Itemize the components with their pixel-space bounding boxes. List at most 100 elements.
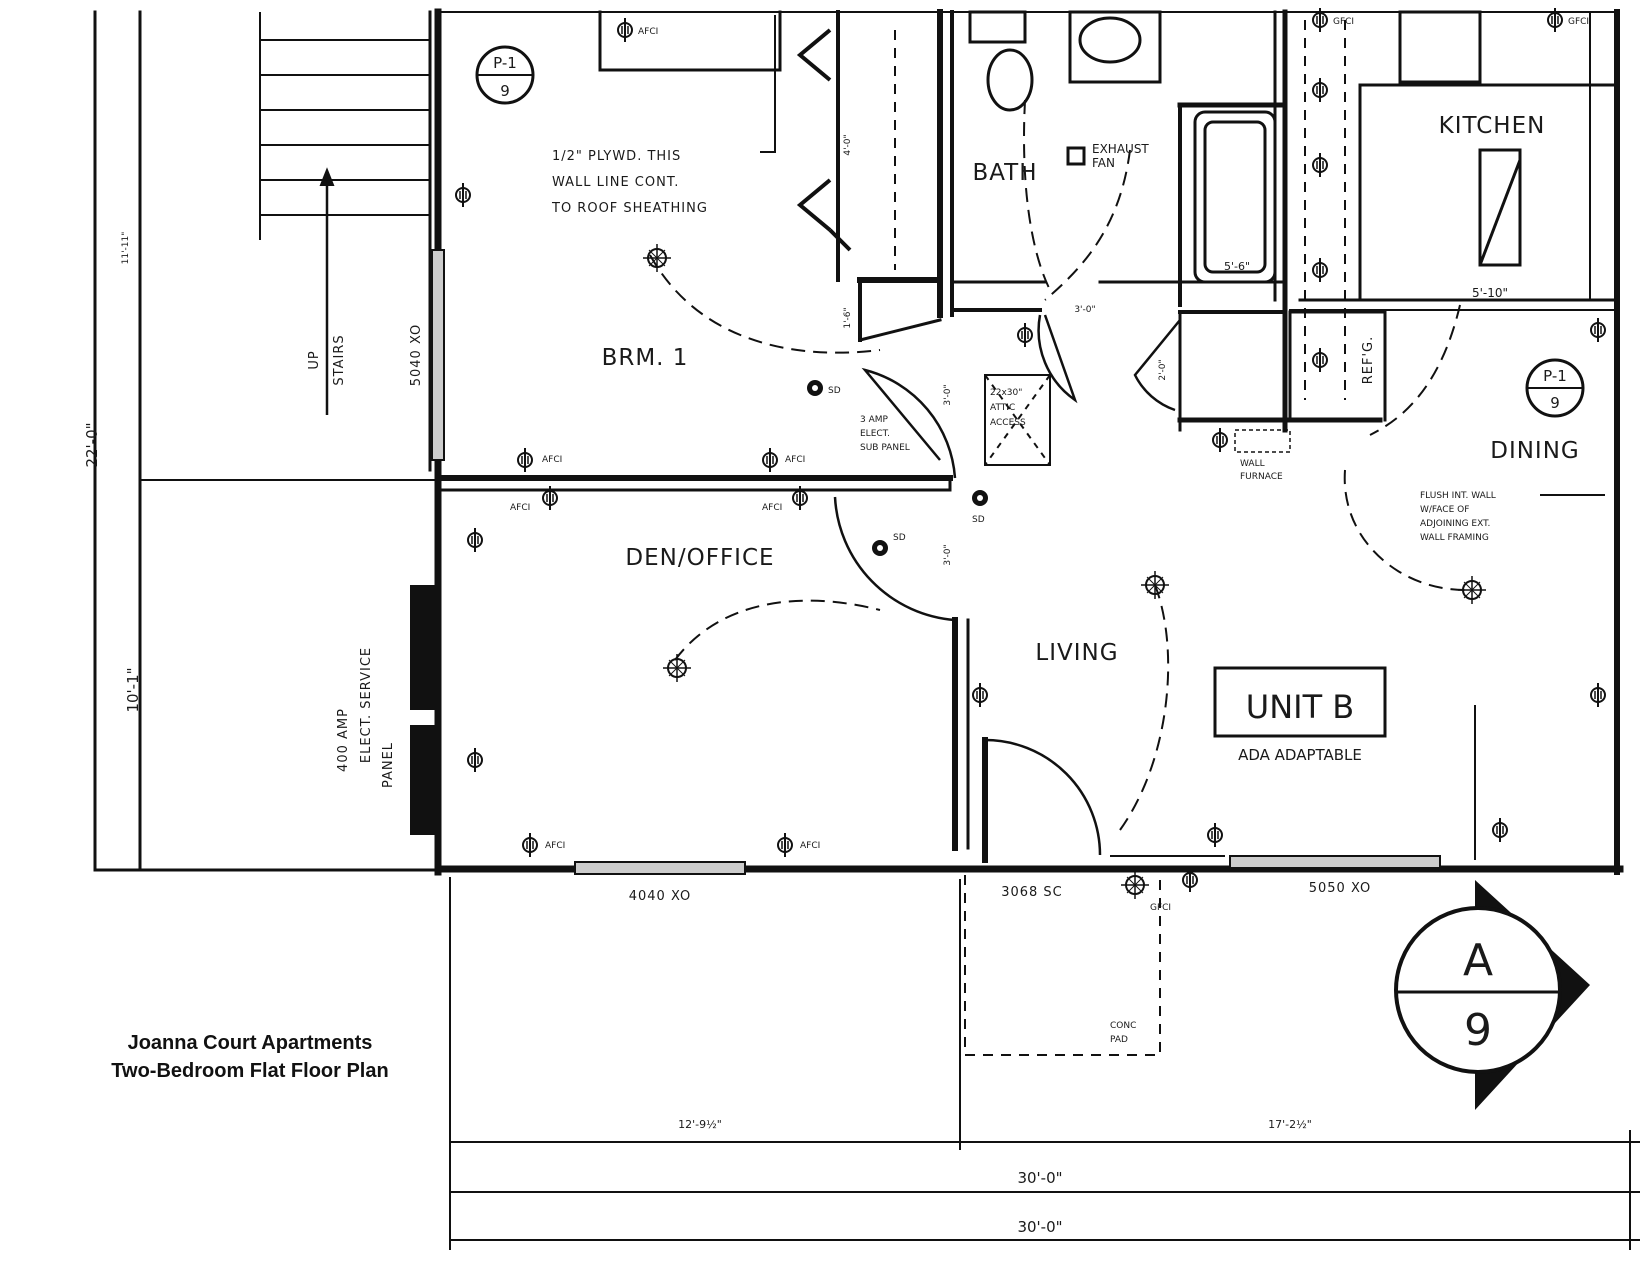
gfci-label: GFCI bbox=[1568, 17, 1589, 27]
note-plywood: WALL LINE CONT. bbox=[552, 175, 679, 190]
note-conc-pad: CONC bbox=[1110, 1021, 1136, 1031]
gfci-label: GFCI bbox=[1333, 17, 1354, 27]
switch-legs bbox=[649, 99, 1466, 831]
window-tag-den: 4040 XO bbox=[629, 889, 692, 904]
dim-counter: 5'-10" bbox=[1472, 286, 1508, 300]
note-furnace: FURNACE bbox=[1240, 472, 1283, 482]
room-label-bath: BATH bbox=[972, 160, 1037, 186]
gfci-label: GFCI bbox=[1150, 903, 1171, 913]
dimension-lines bbox=[449, 1130, 1640, 1250]
dim-closet: 1'-6" bbox=[843, 307, 853, 328]
section-label: P-1 bbox=[493, 54, 517, 72]
note-sub-panel: SUB PANEL bbox=[860, 443, 910, 453]
note-exhaust: FAN bbox=[1092, 156, 1115, 170]
smoke-label: SD bbox=[893, 533, 906, 543]
dim-closet: 4'-0" bbox=[843, 134, 853, 155]
note-stairs: UP bbox=[307, 350, 322, 369]
exhaust-fan-icon bbox=[1066, 146, 1086, 166]
light-fixture-icon bbox=[1120, 870, 1150, 900]
windows bbox=[431, 249, 1441, 875]
smoke-detector-icon bbox=[872, 540, 888, 556]
dim-total-width: 30'-0" bbox=[1017, 1169, 1062, 1187]
outlets bbox=[455, 7, 1606, 893]
afci-label: AFCI bbox=[638, 27, 658, 37]
afci-label: AFCI bbox=[785, 455, 805, 465]
dim-overall-height: 22'-0" bbox=[83, 422, 101, 467]
note-attic: ATTIC bbox=[990, 403, 1015, 413]
section-marker-p1-top bbox=[475, 45, 535, 105]
afci-label: AFCI bbox=[510, 503, 530, 513]
afci-label: AFCI bbox=[800, 841, 820, 851]
section-marker-a9 bbox=[1394, 880, 1590, 1110]
note-refrigerator: REF'G. bbox=[1361, 336, 1376, 385]
service-panel bbox=[410, 585, 440, 835]
note-flush: FLUSH INT. WALL bbox=[1420, 491, 1496, 501]
light-fixture-icon bbox=[662, 653, 692, 683]
note-conc-pad: PAD bbox=[1110, 1035, 1128, 1045]
room-label-bedroom: BRM. 1 bbox=[602, 345, 689, 371]
note-flush: W/FACE OF bbox=[1420, 505, 1469, 515]
smoke-label: SD bbox=[828, 386, 841, 396]
note-service: 400 AMP bbox=[336, 708, 351, 772]
bath-fixtures bbox=[968, 10, 1522, 284]
room-label-dining: DINING bbox=[1490, 438, 1580, 464]
dim-tub: 5'-6" bbox=[1224, 260, 1250, 273]
dim-hall-door: 3'-0" bbox=[1074, 305, 1095, 315]
smoke-detector-icon bbox=[807, 380, 823, 396]
dim-right-width: 17'-2½" bbox=[1268, 1118, 1312, 1131]
light-fixture-icon bbox=[1140, 570, 1170, 600]
unit-box bbox=[1213, 666, 1387, 738]
section-number: 9 bbox=[500, 82, 510, 100]
wall-furnace bbox=[1234, 429, 1291, 453]
smoke-detector-icon bbox=[972, 490, 988, 506]
afci-label: AFCI bbox=[762, 503, 782, 513]
unit-note: ADA ADAPTABLE bbox=[1238, 746, 1362, 764]
note-stairs: STAIRS bbox=[332, 334, 347, 385]
note-plywood: TO ROOF SHEATHING bbox=[551, 201, 708, 216]
note-flush: ADJOINING EXT. bbox=[1420, 519, 1490, 529]
caption-title: Joanna Court Apartments bbox=[127, 1032, 373, 1054]
light-fixture-icon bbox=[642, 243, 672, 273]
light-fixture-icon bbox=[1457, 575, 1487, 605]
afci-label: AFCI bbox=[542, 455, 562, 465]
section-sheet: 9 bbox=[1464, 1005, 1492, 1056]
unit-title: UNIT B bbox=[1246, 688, 1354, 726]
smoke-label: SD bbox=[972, 515, 985, 525]
section-marker-p1-right bbox=[1525, 358, 1585, 418]
dim-total-width: 30'-0" bbox=[1017, 1218, 1062, 1236]
window-tag-living: 5050 XO bbox=[1309, 881, 1372, 896]
note-service: PANEL bbox=[381, 742, 396, 788]
door-tag-entry: 3068 SC bbox=[1001, 885, 1063, 900]
section-letter: A bbox=[1463, 935, 1493, 986]
note-plywood: 1/2" PLYWD. THIS bbox=[552, 149, 681, 164]
dim-hall: 3'-0" bbox=[943, 544, 953, 565]
note-attic: 22x30" bbox=[990, 388, 1022, 398]
note-exhaust: EXHAUST bbox=[1092, 142, 1149, 156]
attic-access bbox=[984, 374, 1051, 466]
note-attic: ACCESS bbox=[990, 418, 1026, 428]
dim-upper-height: 11'-11" bbox=[121, 232, 131, 265]
note-service: ELECT. SERVICE bbox=[359, 647, 374, 763]
section-number: 9 bbox=[1550, 394, 1560, 412]
note-sub-panel: 3 AMP bbox=[860, 415, 889, 425]
closet-doors bbox=[796, 28, 852, 252]
note-flush: WALL FRAMING bbox=[1420, 533, 1489, 543]
dim-hall: 3'-0" bbox=[943, 384, 953, 405]
dim-linen: 2'-0" bbox=[1158, 359, 1168, 380]
leaders bbox=[760, 15, 1605, 860]
caption-subtitle: Two-Bedroom Flat Floor Plan bbox=[111, 1060, 389, 1082]
note-furnace: WALL bbox=[1240, 459, 1265, 469]
dim-lower-height: 10'-1" bbox=[124, 667, 142, 712]
dim-left-width: 12'-9½" bbox=[678, 1118, 722, 1131]
stairs bbox=[259, 12, 431, 415]
section-label: P-1 bbox=[1543, 367, 1567, 385]
afci-label: AFCI bbox=[545, 841, 565, 851]
room-label-living: LIVING bbox=[1035, 640, 1118, 666]
note-sub-panel: ELECT. bbox=[860, 429, 890, 439]
room-label-kitchen: KITCHEN bbox=[1439, 113, 1546, 139]
dashed-lines bbox=[894, 20, 1346, 1056]
window-tag-bedroom: 5040 XO bbox=[409, 324, 424, 387]
room-label-den: DEN/OFFICE bbox=[625, 545, 774, 571]
door-swings bbox=[833, 314, 1181, 856]
